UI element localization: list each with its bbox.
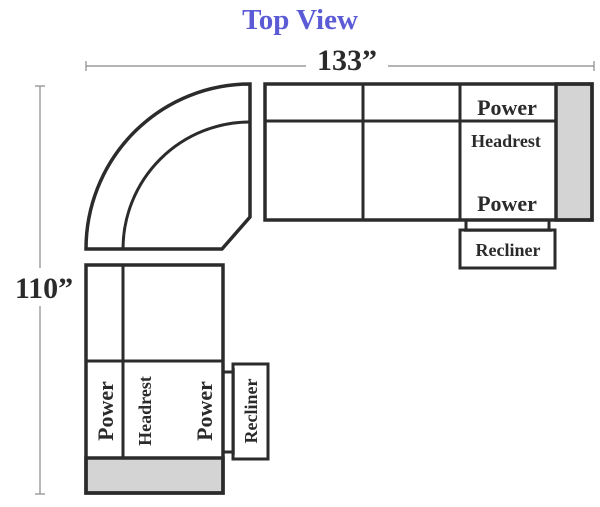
corner-wedge-seat (84, 82, 252, 251)
left-section-arm (84, 456, 225, 495)
left-recliner-label: Recliner (241, 379, 261, 444)
height-label: 110” (15, 272, 73, 305)
height-dimension (35, 85, 45, 495)
right-recliner-footrest (458, 221, 557, 270)
right-power-bottom-label: Power (477, 191, 537, 216)
diagram-title: Top View (242, 4, 358, 36)
left-power-1-label: Power (93, 381, 118, 441)
width-label: 133” (317, 44, 377, 77)
left-headrest-label: Headrest (135, 376, 155, 446)
left-power-2-label: Power (192, 381, 217, 441)
left-section (84, 263, 225, 495)
left-recliner-footrest (223, 362, 270, 461)
right-section-arm (554, 82, 594, 222)
left-section-body (84, 263, 225, 495)
right-headrest-label: Headrest (471, 131, 541, 151)
right-power-top-label: Power (477, 95, 537, 120)
right-section (263, 82, 594, 222)
right-recliner-label: Recliner (476, 240, 541, 260)
width-dimension (85, 61, 595, 71)
right-section-body (263, 82, 594, 222)
